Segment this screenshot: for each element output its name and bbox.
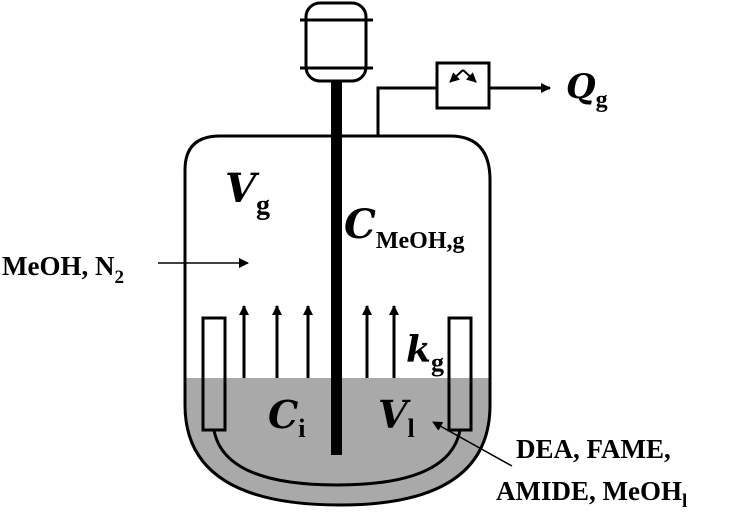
impeller (212, 429, 462, 487)
liquid-concentration-label: Ci (268, 392, 305, 443)
motor (300, 1, 373, 83)
gas-volume-label: Vg (225, 165, 270, 221)
flow-meter (435, 61, 491, 110)
liquid-volume-label: Vl (378, 392, 415, 443)
flow-out-label: Qg (566, 67, 608, 113)
mass-transfer-arrows (239, 305, 399, 378)
stirrer-shaft (331, 81, 342, 455)
species-line-2: AMIDE, MeOHl (496, 476, 687, 512)
gas-concentration-label: CMeOH,g (344, 201, 464, 254)
reactor-vessel (183, 134, 492, 507)
species-pointer (432, 421, 513, 467)
species-line-1: DEA, FAME, (516, 434, 671, 464)
gas-feed-label: MeOH, N2 (2, 251, 124, 288)
mass-transfer-label: kg (406, 329, 444, 377)
gas-outlet (376, 61, 551, 136)
